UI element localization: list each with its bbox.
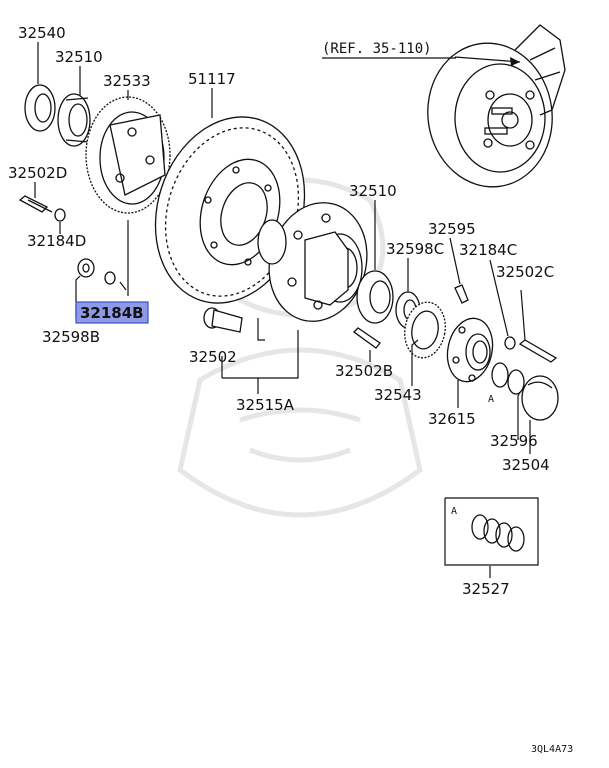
abs-ring-32533 — [85, 96, 171, 214]
label-32596[interactable]: 32596 — [490, 432, 538, 450]
label-32615[interactable]: 32615 — [428, 410, 476, 428]
label-32595[interactable]: 32595 — [428, 220, 476, 238]
drawing-code: 3QL4A73 — [531, 744, 573, 755]
nut-32598b — [77, 258, 95, 278]
bearing-32510-outer — [57, 93, 91, 147]
label-51117[interactable]: 51117 — [188, 70, 236, 88]
leader-lines — [34, 42, 531, 578]
label-32502c[interactable]: 32502C — [496, 263, 554, 281]
washer-32184d — [54, 208, 66, 222]
washer-32184b — [104, 271, 116, 285]
label-32540[interactable]: 32540 — [18, 24, 66, 42]
hub-assembly — [257, 202, 368, 322]
hub-cap-32504 — [521, 375, 559, 421]
label-32533[interactable]: 32533 — [103, 72, 151, 90]
label-32502b[interactable]: 32502B — [335, 362, 393, 380]
lock-plate-32543 — [404, 301, 446, 359]
washer-32184c — [504, 336, 516, 350]
bolt-32595 — [454, 284, 469, 304]
stud-32502 — [203, 307, 243, 333]
bolt-32502c — [518, 339, 558, 363]
highlight-box-32184b — [75, 301, 149, 324]
label-32510-inner[interactable]: 32510 — [349, 182, 397, 200]
ref-label: (REF. 35-110) — [322, 41, 432, 57]
label-32504[interactable]: 32504 — [502, 456, 550, 474]
reference-assembly-drawing — [427, 24, 566, 188]
label-32598c[interactable]: 32598C — [386, 240, 444, 258]
bearing-32510-inner — [356, 270, 394, 324]
label-32184c[interactable]: 32184C — [459, 241, 517, 259]
label-32598b[interactable]: 32598B — [42, 328, 100, 346]
bolt-32502b — [353, 327, 381, 349]
label-32543[interactable]: 32543 — [374, 386, 422, 404]
kit-box-32527 — [444, 497, 539, 566]
label-32502[interactable]: 32502 — [189, 348, 237, 366]
kit-marker-a-1: A — [488, 394, 494, 405]
label-32184b[interactable]: 32184B — [80, 304, 144, 322]
part-labels[interactable]: (REF. 35-110) 32540 32510 32533 51117 32… — [8, 24, 573, 755]
label-32510[interactable]: 32510 — [55, 48, 103, 66]
label-32502d[interactable]: 32502D — [8, 164, 67, 182]
label-32184d[interactable]: 32184D — [27, 232, 86, 250]
label-32515a[interactable]: 32515A — [236, 396, 295, 414]
seal-32540 — [24, 84, 56, 132]
label-32527[interactable]: 32527 — [462, 580, 510, 598]
flange-32615 — [446, 317, 494, 383]
kit-marker-a-2: A — [451, 506, 457, 517]
bolt-32502d — [18, 195, 53, 213]
snap-ring-32596 — [491, 362, 525, 395]
